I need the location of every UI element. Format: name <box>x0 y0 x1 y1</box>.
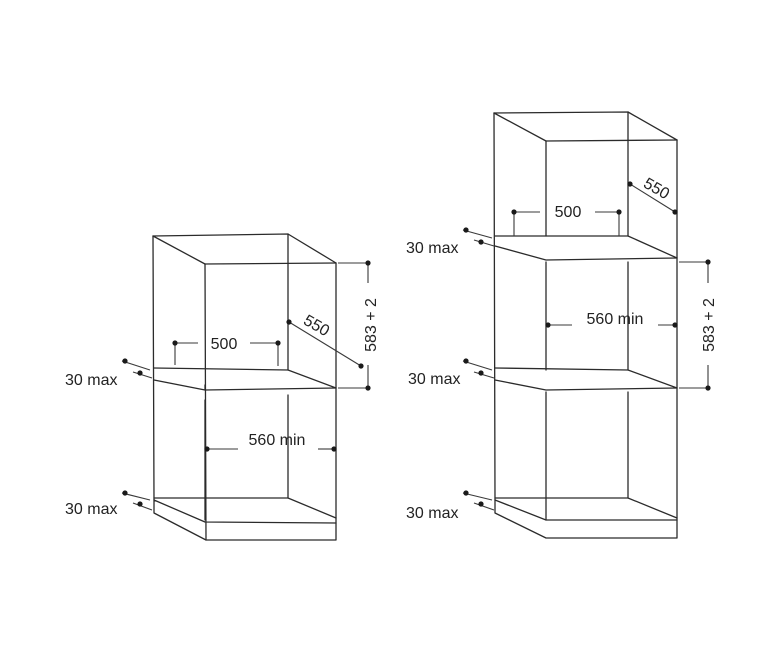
right-min-width-label: 560 min <box>587 311 644 328</box>
left-width-label: 500 <box>211 336 238 353</box>
left-height-dimension <box>338 260 371 391</box>
left-cabinet <box>152 233 337 541</box>
right-middle-gap-label: 30 max <box>408 371 460 388</box>
left-depth-dimension <box>286 319 364 369</box>
right-height-label: 583 + 2 <box>701 298 718 352</box>
right-depth-label: 550 <box>640 175 672 203</box>
right-bottom-gap-dimension <box>462 490 495 511</box>
left-top-gap-label: 30 max <box>65 372 117 389</box>
right-height-dimension <box>679 259 711 391</box>
left-bottom-gap-dimension <box>121 490 153 511</box>
left-width-dimension <box>172 340 281 366</box>
right-width-dimension <box>511 209 622 236</box>
right-top-gap-dimension <box>462 227 495 247</box>
right-top-gap-label: 30 max <box>406 240 458 257</box>
right-width-label: 500 <box>555 204 582 221</box>
left-height-label: 583 + 2 <box>363 298 380 352</box>
left-min-width-dimension <box>204 446 337 452</box>
right-depth-dimension <box>627 181 678 215</box>
right-cabinet <box>493 111 678 539</box>
left-top-gap-dimension <box>121 358 153 379</box>
right-bottom-gap-label: 30 max <box>406 505 458 522</box>
left-min-width-label: 560 min <box>249 432 306 449</box>
right-min-width-dimension <box>545 322 678 328</box>
left-depth-label: 550 <box>300 312 332 340</box>
left-bottom-gap-label: 30 max <box>65 501 117 518</box>
right-middle-gap-dimension <box>462 358 495 379</box>
